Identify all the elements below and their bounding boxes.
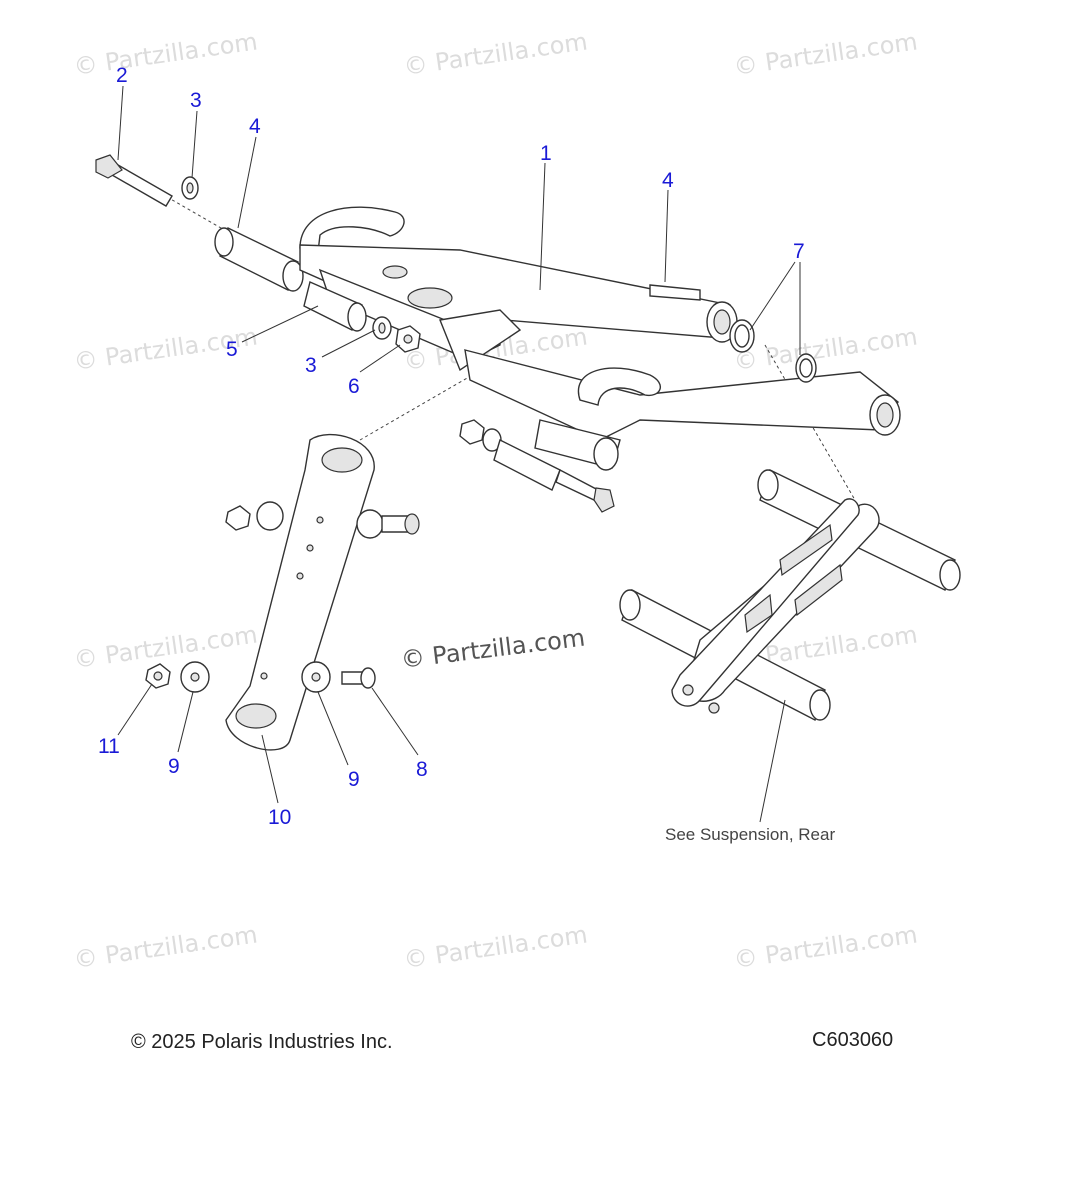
bolt-part-8 <box>341 667 376 689</box>
watermark: © Partzilla.com <box>72 27 259 81</box>
diagram-code: C603060 <box>812 1029 894 1051</box>
upper-link-hardware <box>225 501 420 539</box>
watermark: © Partzilla.com <box>72 920 259 974</box>
washer-part-9-left <box>180 661 210 693</box>
callout-numbers: 1 2 3 4 4 7 5 3 6 11 9 9 8 10 <box>98 64 805 829</box>
nut-part-11 <box>145 663 171 689</box>
callout-6: 6 <box>348 375 360 398</box>
washer-part-3-upper <box>181 176 199 200</box>
center-watermark: © Partzilla.com <box>399 624 586 674</box>
callout-3-upper: 3 <box>190 89 202 112</box>
callout-1: 1 <box>540 142 552 165</box>
nut-part-6 <box>395 325 421 353</box>
leader-lines <box>117 85 801 823</box>
watermark: © Partzilla.com <box>732 27 919 81</box>
bushing-part-4-left <box>214 227 304 292</box>
callout-2: 2 <box>116 64 128 87</box>
washer-part-9-right <box>301 661 331 693</box>
a-arm-part-1 <box>299 206 901 471</box>
washer-part-3-lower <box>372 316 392 340</box>
bolt-part-2 <box>95 154 173 207</box>
watermark: © Partzilla.com <box>402 27 589 81</box>
callout-4-right: 4 <box>662 169 674 192</box>
callout-9-right: 9 <box>348 768 360 791</box>
copyright-text: © 2025 Polaris Industries Inc. <box>131 1031 393 1053</box>
callout-4-left: 4 <box>249 115 261 138</box>
rear-suspension-reference <box>619 469 961 721</box>
reference-note: See Suspension, Rear <box>665 825 835 844</box>
callout-11: 11 <box>98 735 120 758</box>
watermark: © Partzilla.com <box>732 920 919 974</box>
watermark: © Partzilla.com <box>402 920 589 974</box>
ring-part-7-lower <box>795 353 817 383</box>
spacer-part-5 <box>303 281 367 332</box>
callout-7: 7 <box>793 240 805 263</box>
watermark: © Partzilla.com <box>72 620 259 674</box>
link-bar-part-10 <box>225 433 375 751</box>
ring-part-7-upper <box>729 319 755 353</box>
callout-5: 5 <box>226 338 238 361</box>
callout-9-left: 9 <box>168 755 180 778</box>
pivot-hardware-stack <box>459 419 615 513</box>
callout-3-lower: 3 <box>305 354 317 377</box>
callout-10: 10 <box>268 806 291 829</box>
watermark: © Partzilla.com <box>732 322 919 376</box>
callout-8: 8 <box>416 758 428 781</box>
